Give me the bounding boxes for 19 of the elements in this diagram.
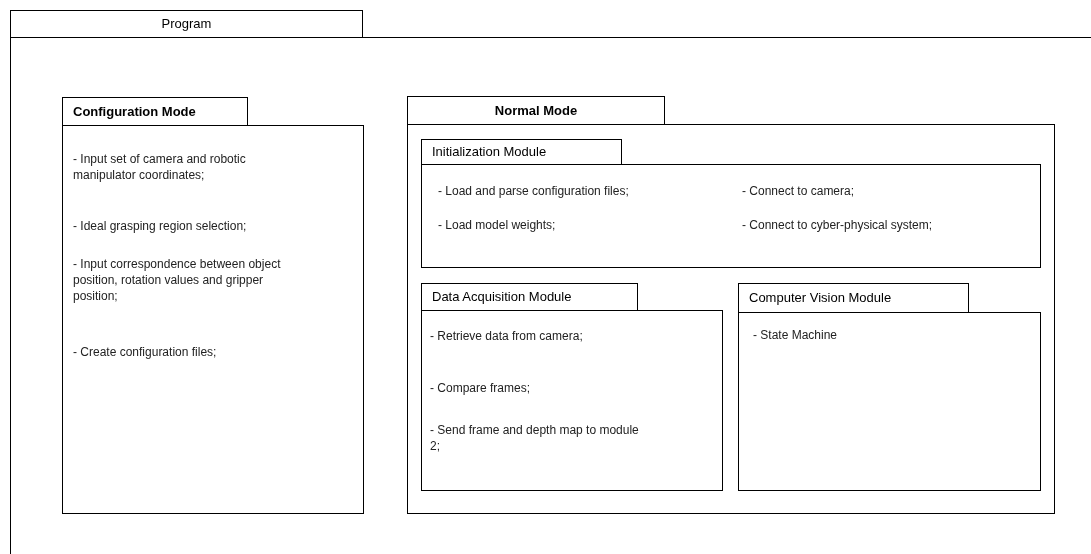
- bullet-text: - Load model weights;: [438, 217, 557, 233]
- package-frame: [421, 139, 1041, 268]
- package-tab: Configuration Mode: [62, 97, 248, 126]
- bullet-text: - State Machine: [753, 327, 839, 343]
- package-tab: Normal Mode: [407, 96, 665, 125]
- bullet-text: - Ideal grasping region selection;: [73, 218, 248, 234]
- package-tab: Data Acquisition Module: [421, 283, 638, 311]
- bullet-text: - Load and parse configuration files;: [438, 183, 630, 199]
- package-tab: Initialization Module: [421, 139, 622, 165]
- package-tab: Computer Vision Module: [738, 283, 969, 313]
- package-tab: Program: [10, 10, 363, 38]
- bullet-text: - Input set of camera and robotic manipulator coordinates;: [73, 151, 247, 183]
- bullet-text: - Compare frames;: [430, 380, 532, 396]
- bullet-text: - Connect to cyber-physical system;: [742, 217, 934, 233]
- bullet-text: - Input correspondence between object position, rotation values and gripper position;: [73, 256, 282, 304]
- bullet-text: - Connect to camera;: [742, 183, 856, 199]
- bullet-text: - Send frame and depth map to module 2;: [430, 422, 640, 454]
- bullet-text: - Create configuration files;: [73, 344, 218, 360]
- bullet-text: - Retrieve data from camera;: [430, 328, 584, 344]
